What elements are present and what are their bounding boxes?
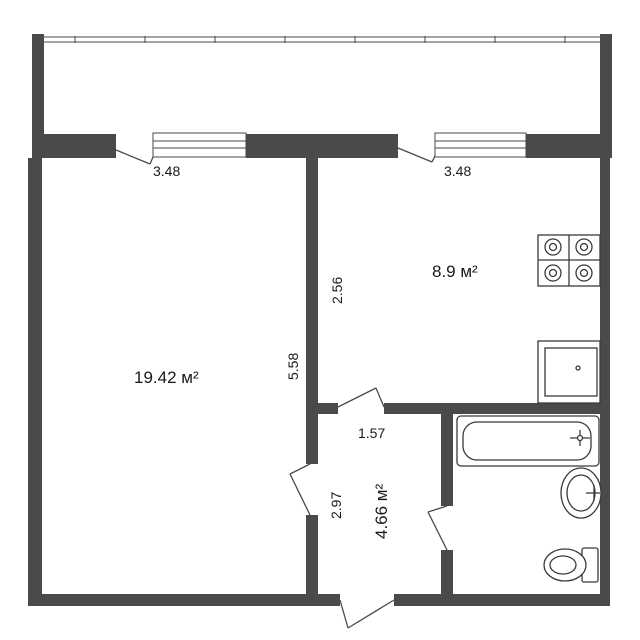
walls <box>28 134 612 606</box>
balcony <box>32 34 612 134</box>
hall-height: 2.97 <box>328 492 344 519</box>
kitchen-area: 8.9 м² <box>432 262 478 281</box>
toilet-icon <box>543 547 599 583</box>
room-area: 19.42 м² <box>134 368 199 387</box>
window-room-width: 3.48 <box>153 163 180 179</box>
balcony-door-room <box>115 149 154 165</box>
sink-icon <box>537 340 601 404</box>
washbasin-icon <box>560 467 602 519</box>
door-bathroom <box>427 505 448 551</box>
window-kitchen-width: 3.48 <box>444 163 471 179</box>
room-height: 5.58 <box>285 353 301 380</box>
balcony-door-kitchen <box>397 147 436 163</box>
door-room <box>289 463 311 516</box>
door-kitchen <box>337 387 385 408</box>
window-kitchen <box>434 132 527 158</box>
stove-icon <box>537 234 601 287</box>
door-entrance <box>339 599 395 629</box>
window-room <box>152 132 247 158</box>
kitchen-height: 2.56 <box>329 277 345 304</box>
bathtub-icon <box>456 415 600 467</box>
hall-area: 4.66 м² <box>372 484 391 539</box>
hall-width: 1.57 <box>358 425 385 441</box>
